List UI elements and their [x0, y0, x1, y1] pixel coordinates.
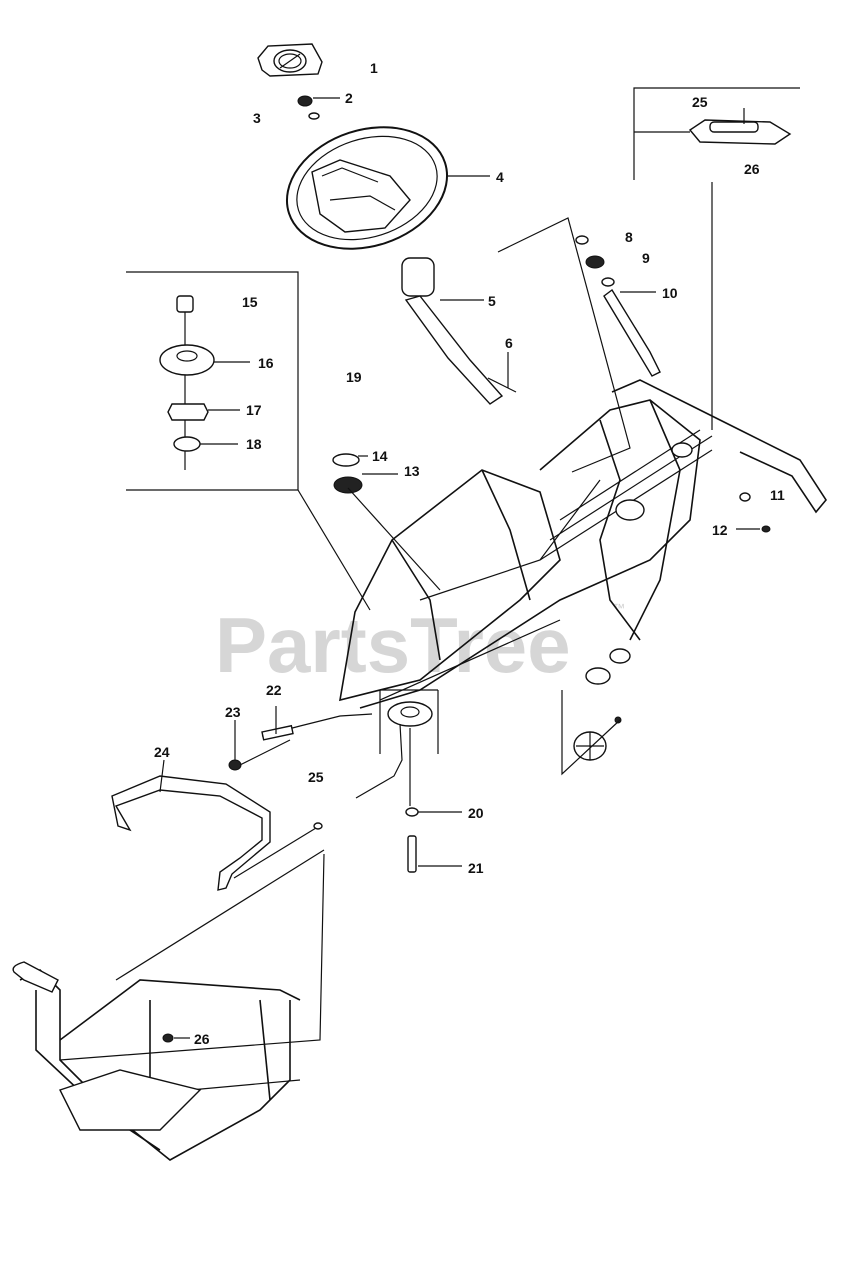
callout-6: 6 — [505, 335, 513, 351]
callout-25-center: 25 — [308, 769, 324, 785]
part-24-strap — [111, 759, 323, 891]
part-4-steering-wheel — [285, 126, 490, 250]
callout-13: 13 — [404, 463, 420, 479]
callout-26-bottom: 26 — [194, 1031, 210, 1047]
callout-21: 21 — [468, 860, 484, 876]
callout-4: 4 — [496, 169, 504, 185]
callout-20: 20 — [468, 805, 484, 821]
watermark-trademark: ™ — [613, 601, 625, 615]
callout-15: 15 — [242, 294, 258, 310]
part-1-steering-cap — [257, 43, 323, 77]
callout-2: 2 — [345, 90, 353, 106]
pulley-and-cable — [228, 701, 433, 799]
bracket-8-10 — [497, 217, 631, 473]
callout-24: 24 — [154, 744, 170, 760]
parts-20-21 — [405, 728, 462, 873]
parts-8-9-10 — [575, 235, 661, 377]
callout-26-top: 26 — [744, 161, 760, 177]
small-wheel — [561, 690, 622, 776]
callout-14: 14 — [372, 448, 388, 464]
callout-10: 10 — [662, 285, 678, 301]
callout-17: 17 — [246, 402, 262, 418]
main-frame — [339, 379, 827, 754]
callout-5: 5 — [488, 293, 496, 309]
watermark-text: PartsTree — [215, 601, 571, 689]
callout-1: 1 — [370, 60, 378, 76]
part-5-steering-column — [401, 257, 504, 405]
callout-22: 22 — [266, 682, 282, 698]
callout-11: 11 — [770, 487, 785, 503]
callout-23: 23 — [225, 704, 241, 720]
part-2-nut — [297, 95, 340, 120]
callout-19: 19 — [346, 369, 362, 385]
callout-8: 8 — [625, 229, 633, 245]
inset-box-top-right — [633, 87, 800, 430]
parts-13-14 — [332, 453, 441, 591]
part-6-pin — [487, 352, 517, 393]
callout-18: 18 — [246, 436, 262, 452]
callout-3: 3 — [253, 110, 261, 126]
callout-16: 16 — [258, 355, 274, 371]
callout-labels: 1 2 3 4 5 6 8 9 10 11 12 13 14 15 16 17 … — [154, 60, 785, 1047]
callout-9: 9 — [642, 250, 650, 266]
inset-box-left — [126, 271, 371, 611]
front-bumper-assembly — [12, 849, 325, 1161]
callout-12: 12 — [712, 522, 728, 538]
callout-25-top: 25 — [692, 94, 708, 110]
